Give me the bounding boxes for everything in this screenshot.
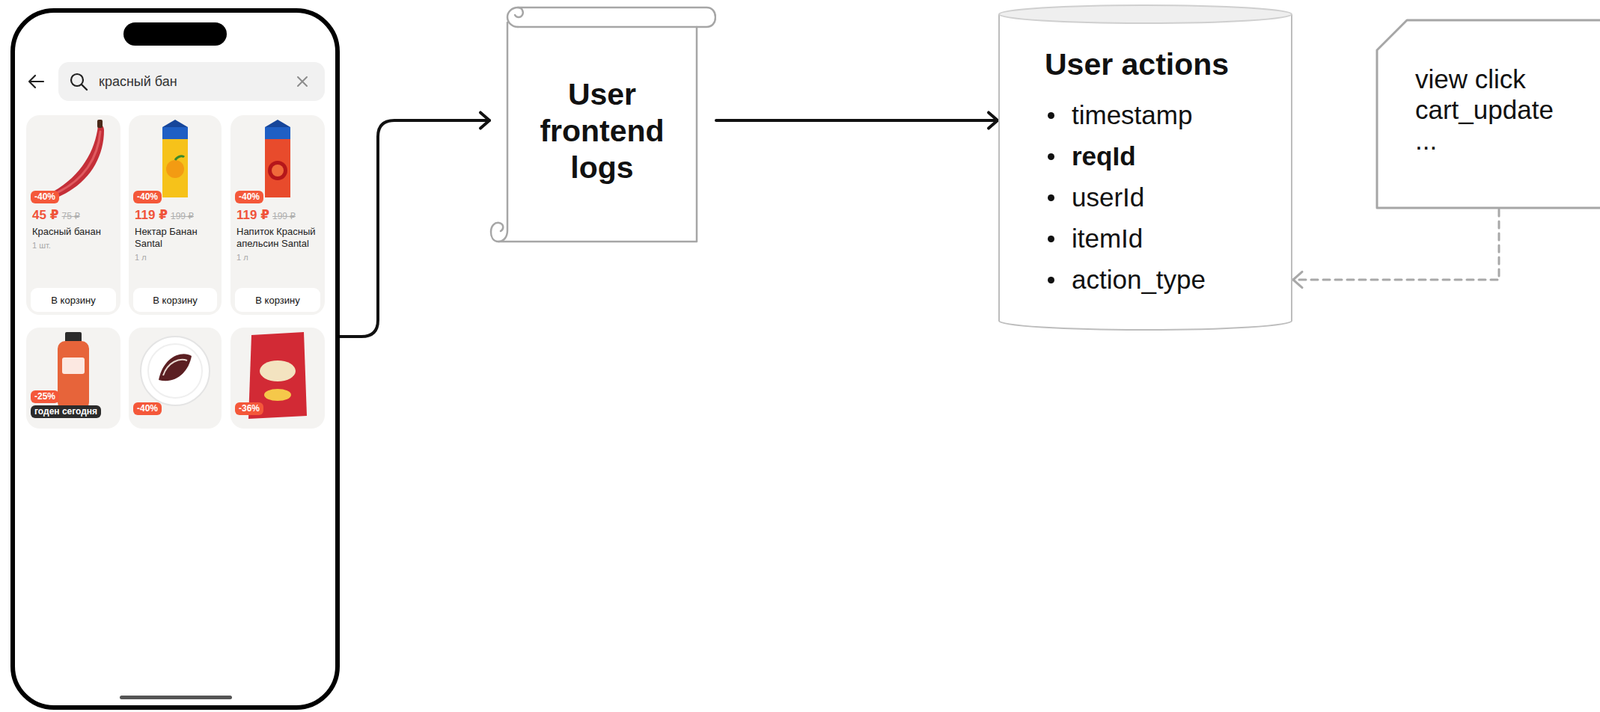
field-name: itemId xyxy=(1071,223,1143,254)
connector-line xyxy=(1293,209,1499,280)
product-amount: 1 шт. xyxy=(32,240,116,251)
flow-connector xyxy=(716,112,998,128)
note-node: view click cart_update ... xyxy=(1375,18,1600,210)
product-name: Красный банан xyxy=(32,226,116,238)
bullet-dot xyxy=(1047,235,1055,243)
discount-badge: -36% xyxy=(234,402,264,416)
price-line: 119 ₽199 ₽ xyxy=(134,208,218,224)
price: 119 ₽ xyxy=(134,208,168,224)
search-query: красный бан xyxy=(98,73,178,90)
price-line: 45 ₽75 ₽ xyxy=(32,208,116,224)
connector-line xyxy=(716,118,998,122)
juice-box-picture xyxy=(128,115,222,221)
field-name: timestamp xyxy=(1071,100,1193,131)
discount-badge: -40% xyxy=(133,190,162,204)
old-price: 199 ₽ xyxy=(170,211,194,222)
btn-node: В корзину xyxy=(133,288,218,313)
card-info: 119 ₽199 ₽ Напиток Красный апельсин Santa… xyxy=(236,208,321,263)
badge-column: -36% xyxy=(234,402,264,416)
discount-badge: -40% xyxy=(234,190,264,204)
product-name: Нектар Банан Santal xyxy=(134,226,218,250)
product-amount: 1 л xyxy=(236,252,321,263)
bullet-dot xyxy=(1047,112,1055,119)
old-price: 199 ₽ xyxy=(272,211,296,222)
product-amount: 1 л xyxy=(134,252,218,263)
arrow-head xyxy=(1293,271,1303,288)
bullet-dot xyxy=(1047,194,1055,202)
connector-line xyxy=(339,120,490,337)
price: 45 ₽ xyxy=(32,208,59,224)
product-name: Напиток Красный апельсин Santal xyxy=(236,226,321,250)
bullet-dot xyxy=(1047,153,1055,161)
scroll-node: User frontend logs xyxy=(489,5,717,244)
card-info: 45 ₽75 ₽ Красный банан 1 шт. xyxy=(32,208,116,251)
mini-node: -40% xyxy=(128,327,222,429)
mini-node: -36% xyxy=(230,327,325,429)
field-name: userId xyxy=(1071,182,1145,213)
price: 119 ₽ xyxy=(236,208,270,224)
discount-badge: -25% xyxy=(30,390,60,404)
field-name: reqId xyxy=(1071,141,1137,172)
price-line: 119 ₽199 ₽ xyxy=(236,208,321,224)
phone-node: красный бан -40% 45 ₽75 ₽ Красный банан 1 ш… xyxy=(10,8,340,711)
bullet-dot xyxy=(1047,276,1055,284)
card-node: -40% 119 ₽199 ₽ Нектар Банан Santal 1 л В ко… xyxy=(128,115,222,316)
btn-node: В корзину xyxy=(30,288,116,313)
card-info: 119 ₽199 ₽ Нектар Банан Santal 1 л xyxy=(134,208,218,263)
badge-column: -25%годен сегодня xyxy=(30,390,102,419)
field-name: action_type xyxy=(1071,264,1206,295)
arrow-head xyxy=(988,112,998,128)
card-node: -40% 45 ₽75 ₽ Красный банан 1 шт. В корзину xyxy=(26,115,121,316)
button-label: В корзину xyxy=(255,294,300,307)
card-node: -40% 119 ₽199 ₽ Напиток Красный апельсин S… xyxy=(230,115,325,316)
mini-node: -25%годен сегодня xyxy=(26,327,121,429)
log-title: User frontend logs xyxy=(507,44,697,218)
banana-picture xyxy=(26,115,121,221)
expiry-badge: годен сегодня xyxy=(30,405,102,419)
btn-node: В корзину xyxy=(234,288,321,313)
button-label: В корзину xyxy=(50,294,96,307)
flow-connector xyxy=(339,112,490,337)
table-title: User actions xyxy=(1044,46,1229,83)
juice-box-picture xyxy=(230,115,325,221)
old-price: 75 ₽ xyxy=(61,211,80,222)
action-types-note: view click cart_update ... xyxy=(1415,63,1554,156)
arrow-head xyxy=(480,112,490,128)
discount-badge: -40% xyxy=(30,190,60,204)
badge-column: -40% xyxy=(133,402,162,416)
button-label: В корзину xyxy=(152,294,197,307)
flow-connector xyxy=(1293,209,1499,289)
db-node: User actions timestamp reqId userId itemId ac… xyxy=(997,3,1294,332)
discount-badge: -40% xyxy=(133,402,162,416)
